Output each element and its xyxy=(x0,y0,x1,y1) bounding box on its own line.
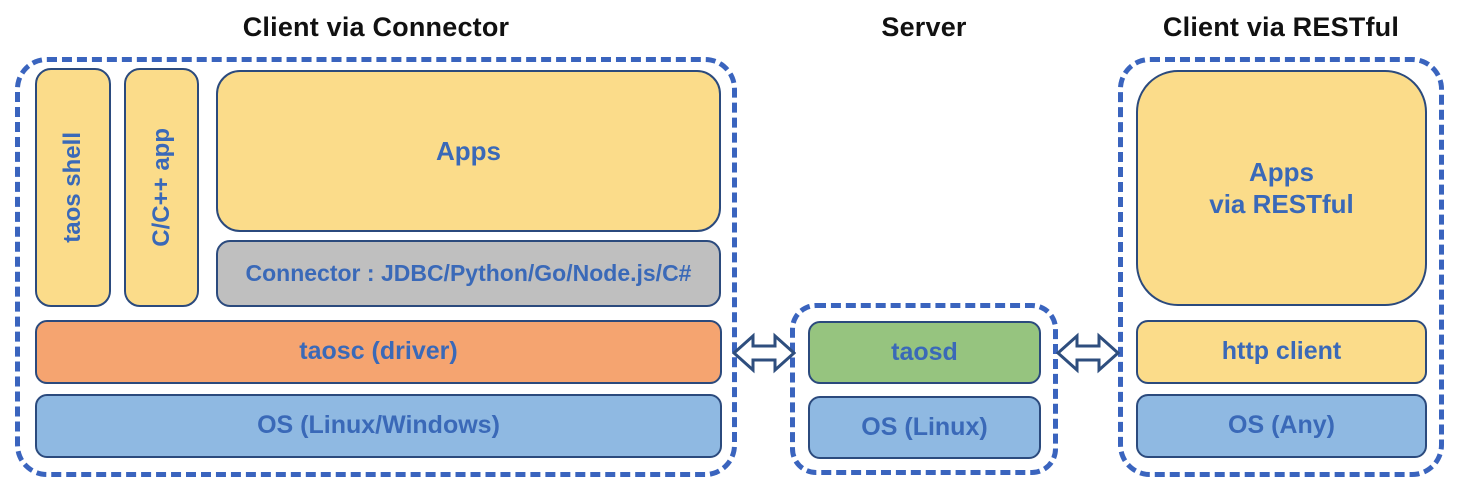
taosd-label: taosd xyxy=(891,337,958,366)
group-client-via-restful xyxy=(1118,57,1444,477)
box-http-client: http client xyxy=(1136,320,1427,384)
box-connector: Connector : JDBC/Python/Go/Node.js/C# xyxy=(216,240,721,307)
box-apps: Apps xyxy=(216,70,721,232)
bidirectional-arrow-icon xyxy=(732,332,796,374)
group-server xyxy=(790,303,1058,475)
os-linux-label: OS (Linux) xyxy=(861,412,988,441)
title-client-via-connector: Client via Connector xyxy=(242,12,510,42)
box-os-any: OS (Any) xyxy=(1136,394,1427,458)
apps-via-restful-line1: Apps xyxy=(1248,156,1314,187)
box-os-linux: OS (Linux) xyxy=(808,396,1041,459)
box-os-linux-windows: OS (Linux/Windows) xyxy=(35,394,722,458)
box-taosd: taosd xyxy=(808,321,1041,384)
box-cpp-app: C/C++ app xyxy=(124,68,199,307)
box-taosc-driver: taosc (driver) xyxy=(35,320,722,384)
apps-via-restful-label: Apps via RESTful xyxy=(1209,156,1353,221)
cpp-app-label: C/C++ app xyxy=(147,128,175,247)
taos-shell-label: taos shell xyxy=(59,132,86,243)
box-apps-via-restful: Apps via RESTful xyxy=(1136,70,1427,306)
taosc-driver-label: taosc (driver) xyxy=(299,337,458,366)
title-server: Server xyxy=(881,12,967,42)
os-any-label: OS (Any) xyxy=(1228,411,1335,440)
apps-label: Apps xyxy=(436,135,501,166)
apps-via-restful-line2: via RESTful xyxy=(1209,189,1354,219)
http-client-label: http client xyxy=(1221,337,1342,366)
bidirectional-arrow-icon xyxy=(1056,332,1120,374)
connector-label: Connector : JDBC/Python/Go/Node.js/C# xyxy=(245,260,692,287)
group-client-via-connector xyxy=(15,57,737,477)
title-client-via-restful: Client via RESTful xyxy=(1162,12,1400,42)
box-taos-shell: taos shell xyxy=(35,68,111,307)
os-linux-windows-label: OS (Linux/Windows) xyxy=(257,411,500,440)
